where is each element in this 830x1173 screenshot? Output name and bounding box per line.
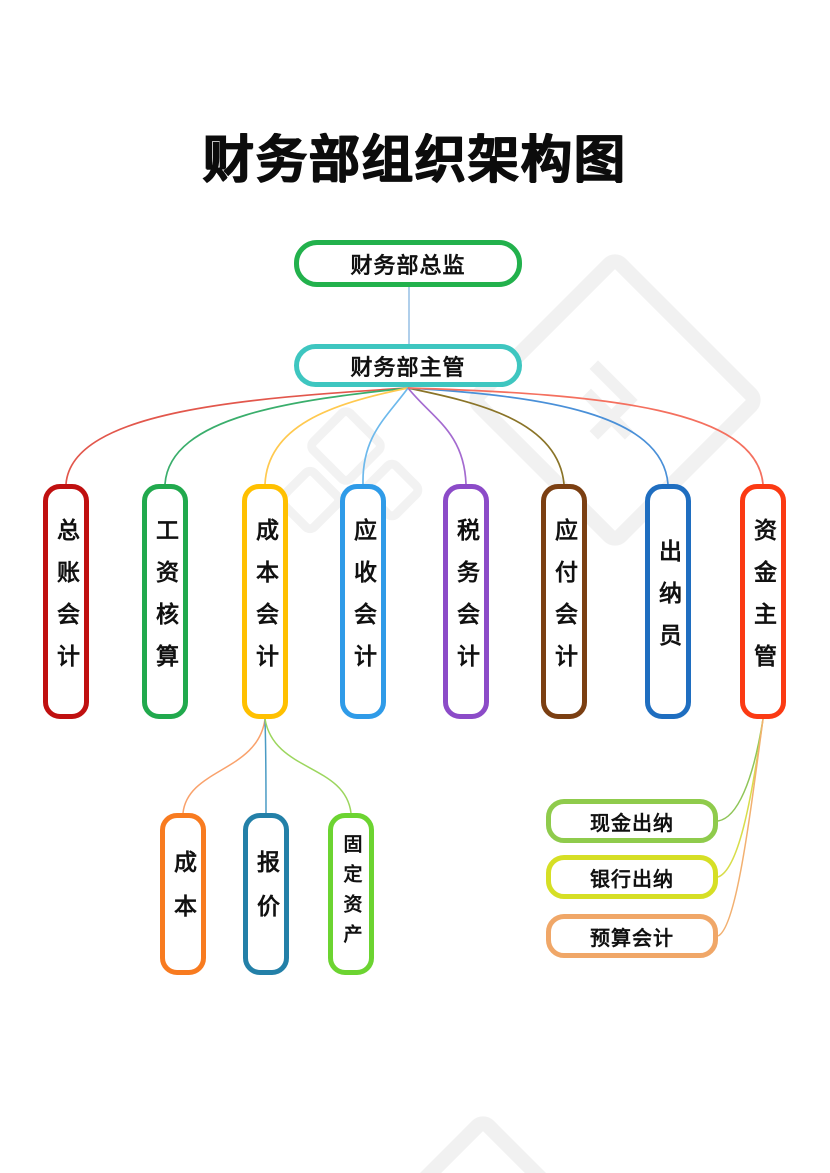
node-cost: 成本 (160, 813, 206, 975)
watermark-diamond-center (469, 254, 761, 546)
edge-cost-fixed-assets (264, 718, 352, 814)
node-receivable-accountant: 应收会计 (340, 484, 386, 719)
node-label: 成本会计 (252, 517, 279, 686)
node-general-ledger-accountant: 总账会计 (43, 484, 89, 719)
node-finance-supervisor: 财务部主管 (294, 344, 522, 387)
edge-fund-budget-accountant (717, 718, 764, 937)
node-fixed-assets: 固定资产 (328, 813, 374, 975)
node-payroll-accounting: 工资核算 (142, 484, 188, 719)
node-label: 应收会计 (350, 517, 377, 686)
node-label: 现金出纳 (590, 812, 674, 835)
edge-cost-quotation (264, 718, 267, 814)
node-label: 资金主管 (750, 517, 777, 686)
node-tax-accountant: 税务会计 (443, 484, 489, 719)
node-label: 预算会计 (590, 927, 674, 950)
node-cashier: 出纳员 (645, 484, 691, 719)
node-budget-accountant: 预算会计 (546, 914, 718, 958)
node-label: 工资核算 (152, 517, 179, 686)
node-label: 财务部总监 (350, 252, 466, 278)
node-label: 成本 (170, 850, 197, 938)
node-bank-cashier: 银行出纳 (546, 855, 718, 899)
edge-supervisor-payroll (164, 387, 409, 485)
edge-cost-cost (182, 718, 266, 814)
node-label: 财务部主管 (350, 354, 466, 380)
node-label: 应付会计 (551, 517, 578, 686)
node-label: 税务会计 (453, 517, 480, 686)
node-label: 报价 (253, 850, 280, 938)
node-quotation: 报价 (243, 813, 289, 975)
node-finance-director: 财务部总监 (294, 240, 522, 287)
node-payable-accountant: 应付会计 (541, 484, 587, 719)
edge-supervisor-cost (264, 387, 409, 485)
edge-supervisor-payable (407, 387, 565, 485)
edge-supervisor-tax (407, 387, 467, 485)
node-label: 固定资产 (340, 834, 362, 954)
page-title: 财务部组织架构图 (202, 131, 627, 188)
node-cost-accountant: 成本会计 (242, 484, 288, 719)
edge-supervisor-receivable (362, 387, 409, 485)
node-label: 银行出纳 (590, 868, 674, 891)
node-cash-cashier: 现金出纳 (546, 799, 718, 843)
edge-supervisor-general-ledger (65, 387, 409, 485)
node-label: 出纳员 (655, 538, 682, 665)
edge-supervisor-cashier (407, 387, 669, 485)
edge-supervisor-fund (407, 387, 764, 485)
node-fund-supervisor: 资金主管 (740, 484, 786, 719)
node-label: 总账会计 (53, 517, 80, 686)
watermark-diamond-bottom (337, 1116, 629, 1173)
